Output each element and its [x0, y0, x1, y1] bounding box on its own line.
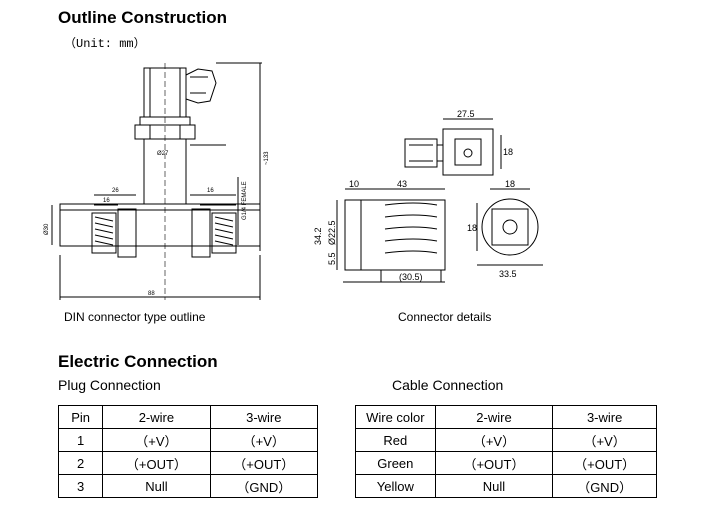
- dim-27-5: 27.5: [457, 109, 475, 119]
- left-port: [117, 208, 137, 258]
- plug-connection-title: Plug Connection: [58, 377, 161, 393]
- table-cell: （+OUT）: [434, 451, 554, 475]
- caption-connector-details: Connector details: [398, 310, 492, 324]
- table-row: Yellow Null （GND）: [355, 474, 657, 498]
- header-cell: 3-wire: [209, 405, 319, 429]
- dim-d22-5: Ø22.5: [327, 220, 337, 245]
- table-cell: （+V）: [102, 428, 211, 452]
- dim-34-2: 34.2: [313, 227, 323, 245]
- dim-43: 43: [397, 179, 407, 189]
- table-row: Pin 2-wire 3-wire: [57, 405, 319, 429]
- table-cell: Red: [355, 428, 436, 452]
- table-row: 3 Null （GND）: [57, 474, 319, 498]
- table-cell: Yellow: [355, 474, 436, 498]
- table-cell: （+V）: [552, 428, 657, 452]
- table-row: 1 （+V） （+V）: [57, 428, 319, 452]
- dim-33-5: 33.5: [499, 269, 517, 279]
- cable-connection-title: Cable Connection: [392, 377, 504, 393]
- header-cell: 2-wire: [102, 405, 211, 429]
- table-cell: （+V）: [209, 428, 319, 452]
- connector-details-drawing: 27.5 18 10 43 34.2 Ø22.5 5.5 (30.5) 18 1…: [313, 109, 543, 283]
- header-cell: 2-wire: [434, 405, 554, 429]
- dim-30-5: (30.5): [399, 272, 423, 282]
- dim-88: 88: [148, 291, 155, 297]
- dim-thread: G1/4 FEMALE: [242, 181, 248, 220]
- dim-d30: Ø30: [44, 223, 50, 235]
- outline-title: Outline Construction: [58, 8, 228, 27]
- table-cell: 1: [57, 428, 104, 452]
- dim-16-b: 16: [207, 188, 214, 194]
- table-row: Wire color 2-wire 3-wire: [355, 405, 657, 429]
- table-cell: Null: [102, 474, 211, 498]
- table-row: 2 （+OUT） （+OUT）: [57, 451, 319, 475]
- table-cell: 3: [57, 474, 104, 498]
- dim-133: ~133: [264, 151, 270, 165]
- table-cell: （+OUT）: [552, 451, 657, 475]
- table-cell: （+OUT）: [209, 451, 319, 475]
- dim-d27: Ø27: [157, 151, 169, 157]
- dim-16-a: 16: [103, 198, 110, 204]
- unit-label: （Unit: mm）: [64, 37, 146, 51]
- connector-front-view: [481, 198, 539, 256]
- dim-5-5: 5.5: [327, 252, 337, 265]
- dim-10: 10: [349, 179, 359, 189]
- dim-18-b: 18: [505, 179, 515, 189]
- cable-table: Wire color 2-wire 3-wire Red （+V） （+V） G…: [355, 405, 657, 498]
- table-cell: Null: [434, 474, 554, 498]
- table-row: Red （+V） （+V）: [355, 428, 657, 452]
- electric-title: Electric Connection: [58, 352, 218, 371]
- dim-26: 26: [112, 188, 119, 194]
- plug-table: Pin 2-wire 3-wire 1 （+V） （+V） 2 （+OUT） （…: [57, 405, 319, 498]
- dim-18-c: 18: [467, 223, 477, 233]
- table-cell: Green: [355, 451, 436, 475]
- table-cell: （GND）: [552, 474, 657, 498]
- right-port: [191, 208, 211, 258]
- header-cell: Wire color: [355, 405, 436, 429]
- header-cell: Pin: [57, 405, 104, 429]
- connector-top-view: [442, 128, 494, 176]
- table-cell: （GND）: [209, 474, 319, 498]
- dim-18-a: 18: [503, 147, 513, 157]
- connector-plug: [185, 68, 217, 104]
- table-row: Green （+OUT） （+OUT）: [355, 451, 657, 475]
- connector-side-view: [344, 199, 446, 271]
- caption-din-outline: DIN connector type outline: [64, 310, 206, 324]
- table-cell: 2: [57, 451, 104, 475]
- table-cell: （+OUT）: [102, 451, 211, 475]
- table-cell: （+V）: [434, 428, 554, 452]
- din-outline-drawing: Ø27 26 16 16 88 Ø30 ~133 G1/4 FEMALE: [44, 62, 270, 300]
- header-cell: 3-wire: [552, 405, 657, 429]
